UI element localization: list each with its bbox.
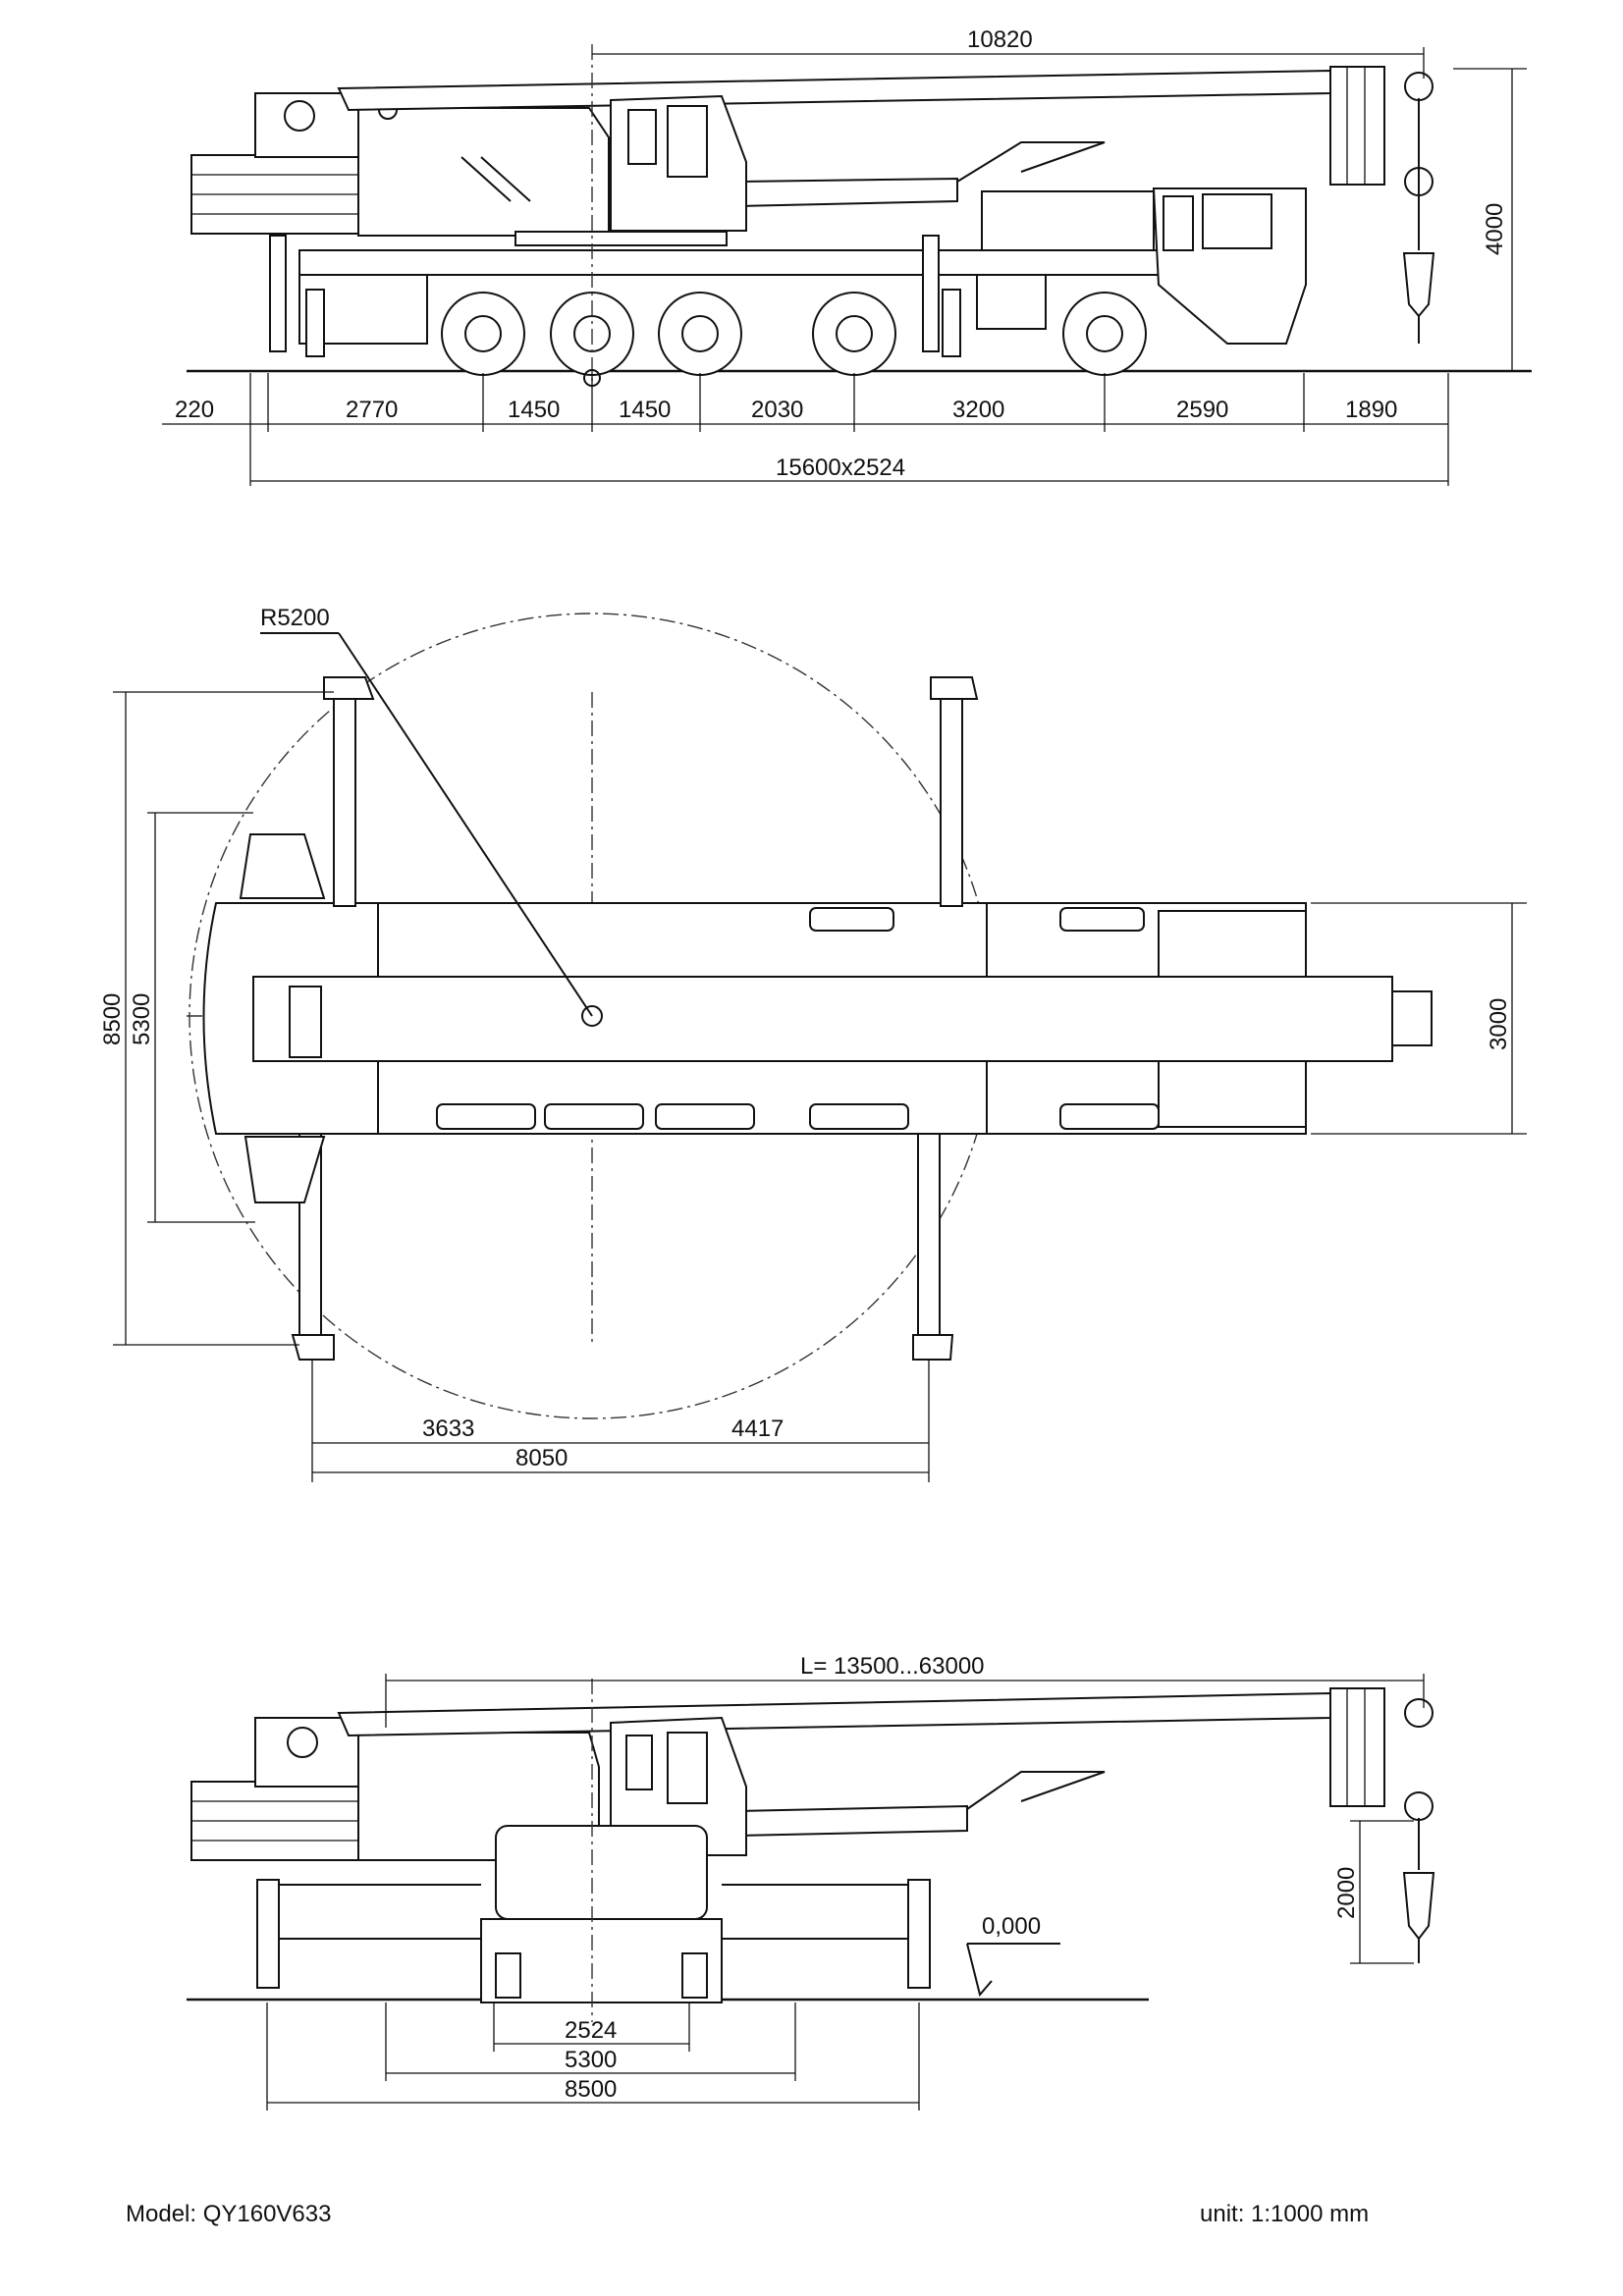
dim-hook-height: 2000 [1333,1867,1360,1919]
dim-front-to-center: 3633 [422,1415,474,1442]
unit-label: unit: 1:1000 mm [1200,2201,1370,2227]
front-axle-frame [480,1918,723,2003]
model-label: Model: QY160V633 [126,2201,332,2227]
dim-outrigger-span-mid: 5300 [129,993,155,1045]
front-hook-block [1402,1872,1435,1941]
top-boom [252,976,1393,1062]
side-chassis-frame [298,249,1218,276]
dim-boom-length: L= 13500...63000 [800,1653,985,1680]
top-wheel-pads [436,907,1160,1130]
dim-seg-6: 3200 [952,397,1004,423]
dim-seg-7: 2590 [1176,397,1228,423]
dim-span-mid: 5300 [565,2047,617,2073]
dim-seg-8: 1890 [1345,397,1397,423]
top-outrigger-rr [917,1133,941,1346]
side-driver-cab [1152,187,1307,345]
dim-center-to-rear: 4417 [731,1415,784,1442]
side-boom-head [1329,66,1385,186]
side-operator-cab [610,94,747,232]
top-view: R5200 8500 5300 3000 3633 4417 8050 [99,605,1527,1482]
dim-outrigger-span-long: 8500 [99,993,126,1045]
top-outrigger-fr [940,681,963,907]
ground-level-label: 0,000 [982,1913,1041,1940]
dim-seg-3: 1450 [508,397,560,423]
dim-boom-reach: 10820 [967,27,1033,53]
side-view: 10820 4000 220 2770 1450 1450 2030 3200 … [162,27,1532,486]
dim-track-width: 2524 [565,2017,617,2044]
dim-radius: R5200 [260,605,330,631]
side-wheels [441,292,1147,376]
dim-width: 3000 [1486,998,1512,1050]
dim-seg-4: 1450 [619,397,671,423]
dim-seg-2: 2770 [346,397,398,423]
dim-overall: 15600x2524 [776,454,905,481]
dim-span-long: 8500 [565,2076,617,2103]
front-boom [337,1691,1331,1737]
side-superstructure [357,107,610,237]
dim-outrigger-base: 8050 [515,1445,568,1471]
dim-seg-5: 2030 [751,397,803,423]
front-chassis-face [495,1825,708,1920]
dim-seg-1: 220 [175,397,214,423]
side-luffing-cylinder [735,177,958,208]
front-view: L= 13500...63000 2000 0,000 2524 5300 85… [187,1653,1435,2110]
side-boom [337,69,1331,112]
side-hook-block [1402,252,1435,318]
top-outrigger-fl [333,681,356,907]
dim-height: 4000 [1482,203,1508,255]
